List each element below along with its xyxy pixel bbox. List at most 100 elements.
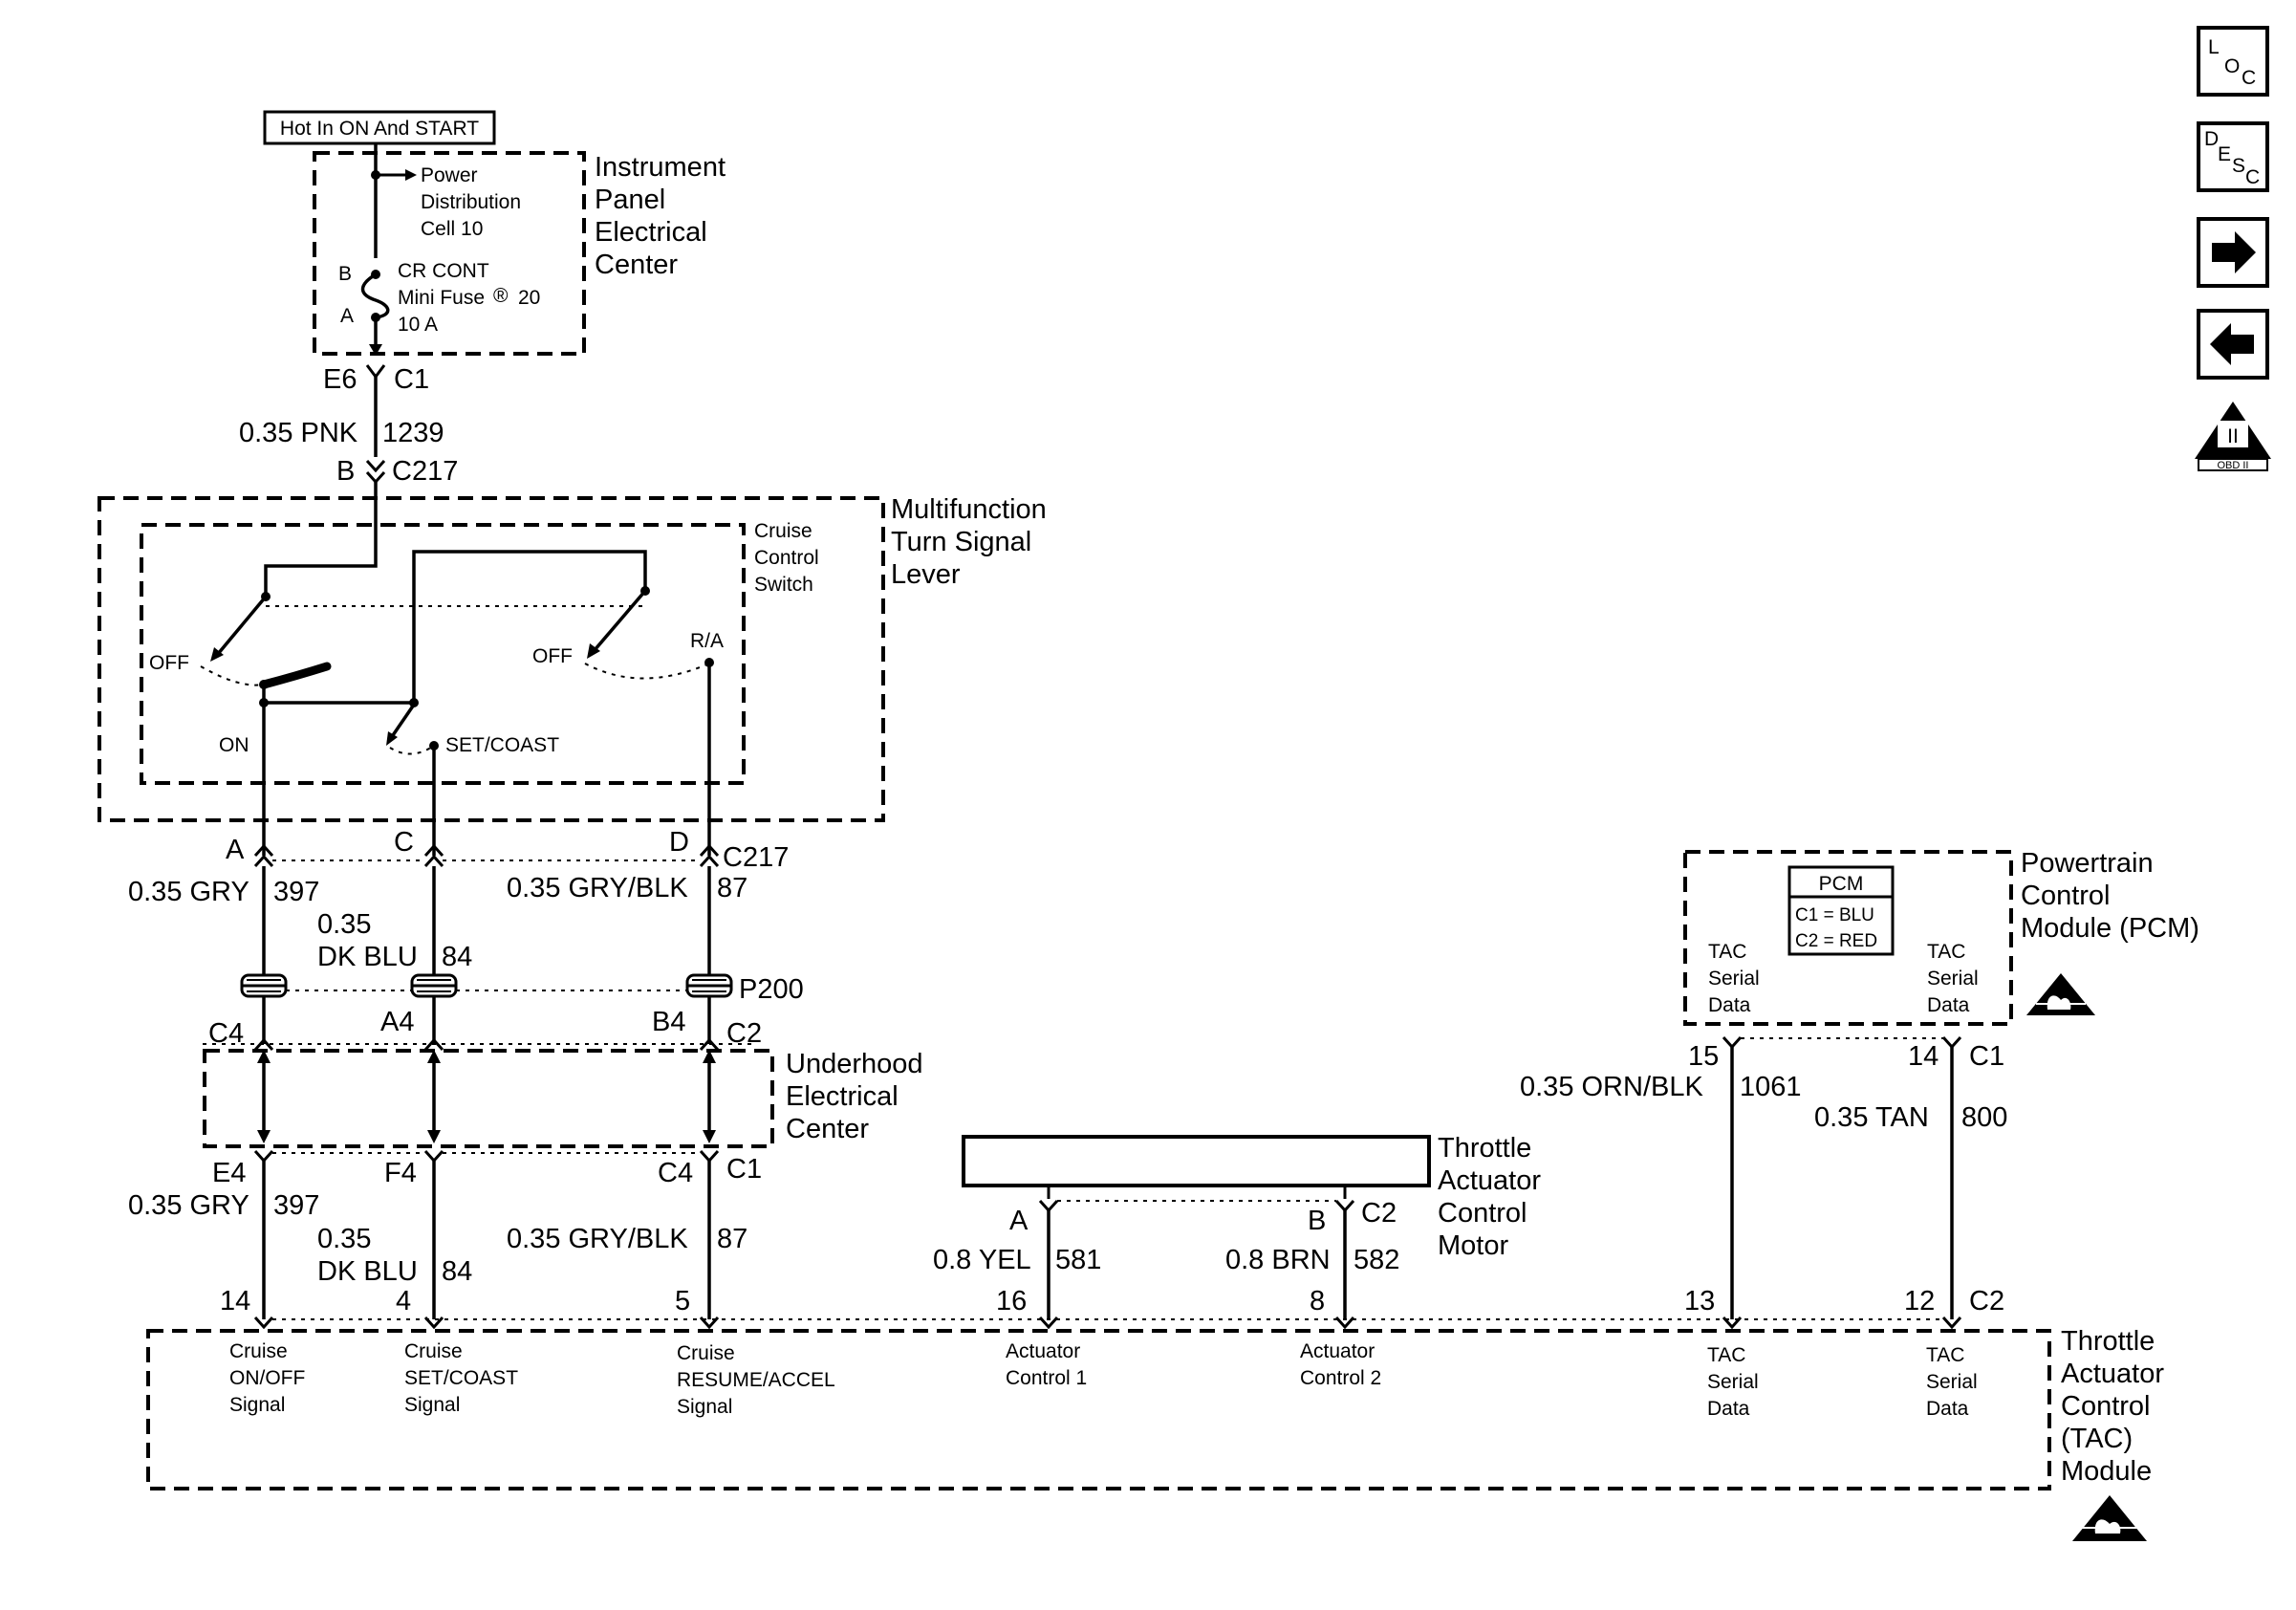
svg-text:Center: Center [786,1114,869,1144]
svg-text:Control: Control [1438,1198,1527,1229]
instrument-panel-electrical-center: Instrument Panel Electrical Center [313,151,726,356]
svg-text:0.35: 0.35 [317,1224,371,1254]
svg-text:C1: C1 [726,1154,762,1185]
svg-text:OFF: OFF [532,645,573,667]
svg-text:13: 13 [1684,1286,1715,1316]
svg-text:0.8 YEL: 0.8 YEL [933,1245,1031,1275]
svg-text:84: 84 [442,942,472,972]
svg-text:TAC: TAC [1926,1344,1964,1366]
desc-button[interactable]: D E S C [2197,121,2269,192]
svg-text:Distribution: Distribution [421,191,521,213]
svg-text:0.35 TAN: 0.35 TAN [1814,1102,1929,1133]
svg-text:Multifunction: Multifunction [891,494,1047,525]
svg-text:0.35 GRY: 0.35 GRY [128,877,249,907]
svg-text:B: B [338,263,352,285]
svg-text:0.35 GRY/BLK: 0.35 GRY/BLK [507,1224,688,1254]
svg-text:Electrical: Electrical [595,217,707,248]
svg-text:C: C [2245,166,2260,188]
svg-text:Data: Data [1927,994,1970,1016]
wire-397-top-label: 0.35 GRY 397 [128,877,319,907]
svg-text:A: A [340,305,354,327]
svg-text:Power: Power [421,164,478,186]
svg-text:A4: A4 [380,1007,414,1037]
svg-text:Cell 10: Cell 10 [421,218,483,240]
svg-text:581: 581 [1055,1245,1101,1275]
svg-text:Serial: Serial [1707,1371,1759,1393]
svg-text:Signal: Signal [229,1394,285,1416]
svg-text:®: ® [493,285,509,307]
powertrain-control-module: Powertrain Control Module (PCM) PCM C1 =… [1683,848,2199,1026]
connector-uhec-c2: C4 A4 B4 C2 [203,1007,762,1052]
svg-text:14: 14 [1908,1041,1939,1072]
esd-warning-icon-tac [2072,1495,2147,1541]
svg-text:C1 = BLU: C1 = BLU [1795,905,1874,925]
svg-text:TAC: TAC [1708,941,1746,963]
previous-button[interactable] [2197,309,2269,380]
svg-text:Control: Control [2061,1391,2151,1422]
svg-text:Center: Center [595,250,678,280]
svg-text:C2: C2 [1361,1198,1397,1229]
wire-1239-label: 0.35 PNK 1239 [239,418,444,448]
wire-581-label: 0.8 YEL 581 [933,1245,1101,1275]
svg-text:Control: Control [754,547,819,569]
uhec-through-wires [257,1050,716,1143]
throttle-actuator-control-motor: Throttle Actuator Control Motor [962,1133,1541,1261]
svg-text:Switch: Switch [754,574,813,596]
svg-text:Module: Module [2061,1456,2152,1487]
inline-connector-p200: P200 [240,973,804,1005]
svg-text:S: S [2232,155,2245,177]
svg-text:Cruise: Cruise [754,520,812,542]
svg-text:OBD II: OBD II [2217,460,2248,471]
throttle-actuator-control-module: Throttle Actuator Control (TAC) Module C… [146,1326,2164,1490]
svg-text:C217: C217 [392,456,458,487]
wire-87-bottom-label: 0.35 GRY/BLK 87 [507,1224,747,1254]
cruise-control-switch: Cruise Control Switch [140,520,819,785]
svg-text:C: C [2242,67,2256,89]
svg-text:Serial: Serial [1926,1371,1978,1393]
svg-text:1061: 1061 [1740,1072,1802,1102]
svg-text:Throttle: Throttle [2061,1326,2155,1357]
svg-text:0.35 PNK: 0.35 PNK [239,418,358,448]
svg-text:SET/COAST: SET/COAST [445,734,559,756]
svg-text:C1: C1 [1969,1041,2004,1072]
svg-text:DK BLU: DK BLU [317,942,418,972]
svg-text:10 A: 10 A [398,314,438,336]
svg-text:OFF: OFF [149,652,189,674]
svg-text:B: B [336,456,355,487]
loc-button[interactable]: L O C [2197,26,2269,97]
svg-text:1239: 1239 [382,418,444,448]
connector-uhec-c1: E4 F4 C4 C1 [212,1149,762,1188]
next-button[interactable] [2197,217,2269,288]
wire-800-label: 0.35 TAN 800 [1814,1102,2007,1133]
svg-text:14: 14 [220,1286,250,1316]
svg-text:87: 87 [717,1224,747,1254]
svg-text:5: 5 [675,1286,690,1316]
svg-text:Powertrain: Powertrain [2021,848,2154,879]
svg-text:Module (PCM): Module (PCM) [2021,913,2199,944]
svg-text:Data: Data [1926,1398,1969,1420]
svg-text:Serial: Serial [1708,968,1760,990]
esd-warning-icon [2026,973,2095,1015]
svg-text:0.35 GRY/BLK: 0.35 GRY/BLK [507,873,688,903]
svg-text:A: A [226,835,245,865]
hot-in-label: Hot In ON And START [263,110,496,145]
svg-text:SET/COAST: SET/COAST [404,1367,518,1389]
svg-text:Hot In ON And START: Hot In ON And START [280,118,479,140]
svg-text:Control 1: Control 1 [1006,1367,1087,1389]
svg-text:84: 84 [442,1256,472,1287]
obd-ii-button[interactable]: II OBD II [2195,402,2271,471]
svg-text:Actuator: Actuator [1438,1165,1541,1196]
svg-text:Motor: Motor [1438,1230,1508,1261]
svg-text:RESUME/ACCEL: RESUME/ACCEL [677,1369,835,1391]
svg-text:ON/OFF: ON/OFF [229,1367,305,1389]
svg-text:4: 4 [396,1286,411,1316]
connector-motor-c2: A B C2 [1009,1198,1397,1236]
svg-text:Throttle: Throttle [1438,1133,1531,1164]
svg-text:Actuator: Actuator [2061,1359,2164,1389]
multifunction-turn-signal-lever: Multifunction Turn Signal Lever [97,494,1047,822]
tac-module-connector: 14 4 5 16 8 13 12 C2 [220,1286,2004,1330]
svg-text:P200: P200 [739,974,804,1005]
svg-text:Data: Data [1707,1398,1750,1420]
svg-text:C: C [394,827,414,858]
